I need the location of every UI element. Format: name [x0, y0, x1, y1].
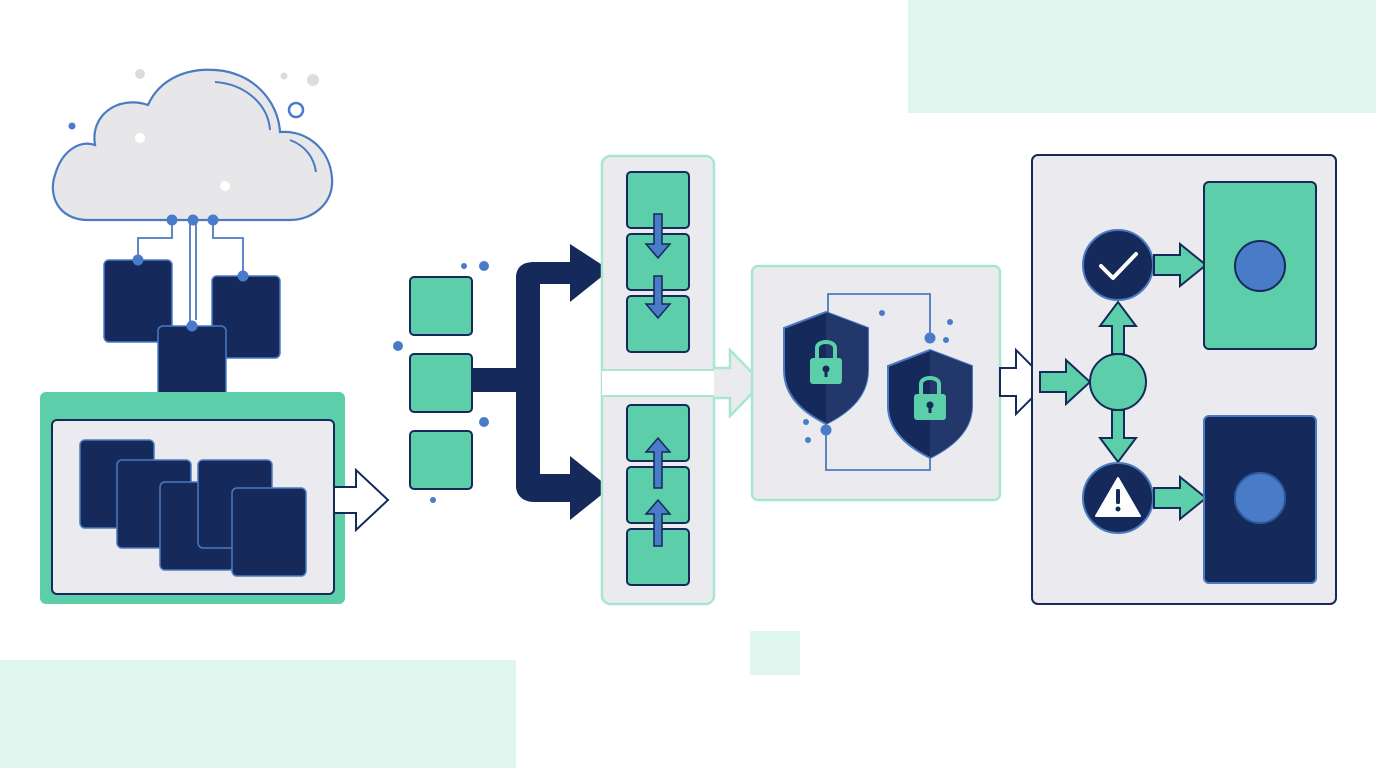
connector-node: [207, 214, 219, 226]
outcome-indicator: [1234, 240, 1286, 292]
connector-node: [924, 332, 936, 344]
cloud-sparkle: [135, 133, 145, 143]
connector-node: [187, 214, 199, 226]
decor-dot: [307, 74, 319, 86]
shield-icon: [783, 310, 869, 426]
cloud-connectors: [137, 220, 244, 326]
decor-dot: [479, 261, 489, 271]
decor-dot: [280, 72, 288, 80]
decor-dot: [805, 437, 811, 443]
down-arrow: [1098, 409, 1138, 464]
stage-source: [40, 68, 390, 604]
stage-split: [393, 154, 764, 606]
warning-triangle-icon: [1095, 477, 1141, 517]
padlock-icon: [914, 376, 946, 420]
bg-block-small: [750, 631, 800, 675]
decor-dot: [135, 69, 145, 79]
queue-block: [409, 353, 473, 413]
outcome-indicator: [1234, 472, 1286, 524]
flow-arrow-right: [1039, 357, 1092, 407]
cloud-sparkle: [220, 181, 230, 191]
stage-encrypt: [750, 264, 1050, 502]
stage-route: [1031, 154, 1337, 605]
up-arrow: [644, 436, 672, 489]
decor-dot: [461, 263, 467, 269]
decor-dot: [879, 310, 885, 316]
queue-block: [409, 276, 473, 336]
decor-dot: [287, 101, 305, 119]
bg-block-bottom-left: [0, 660, 516, 768]
checkmark-icon: [1099, 252, 1138, 280]
decor-dot: [479, 417, 489, 427]
connector-node: [820, 424, 832, 436]
bg-block-top-right: [908, 0, 1376, 113]
connector-node: [186, 320, 198, 332]
cloud-highlight: [214, 81, 271, 131]
queue-divider: [602, 370, 714, 396]
shield-icon: [887, 348, 973, 460]
up-arrow: [1098, 300, 1138, 355]
flow-arrow-right: [1153, 241, 1208, 289]
encrypt-circuit: [825, 430, 931, 471]
down-arrow: [644, 275, 672, 320]
connector-node: [166, 214, 178, 226]
decor-dot: [943, 337, 949, 343]
connector-node: [132, 254, 144, 266]
connector-node: [237, 270, 249, 282]
decor-dot: [947, 319, 953, 325]
down-arrow: [644, 213, 672, 260]
flow-arrow-right: [333, 467, 390, 533]
success-node: [1082, 229, 1154, 301]
decision-node: [1089, 353, 1147, 411]
cloud-highlight: [289, 139, 317, 173]
document-stack: [79, 439, 307, 577]
flow-arrow-right: [1153, 474, 1208, 522]
queue-block: [409, 430, 473, 490]
up-arrow: [644, 498, 672, 547]
decor-dot: [430, 497, 436, 503]
decor-dot: [803, 419, 809, 425]
padlock-icon: [810, 340, 842, 384]
queue-divider-edge: [602, 369, 714, 397]
decor-dot: [393, 341, 403, 351]
branch-arrow: [472, 244, 610, 520]
decor-dot: [68, 122, 76, 130]
cloud-icon: [51, 68, 334, 222]
